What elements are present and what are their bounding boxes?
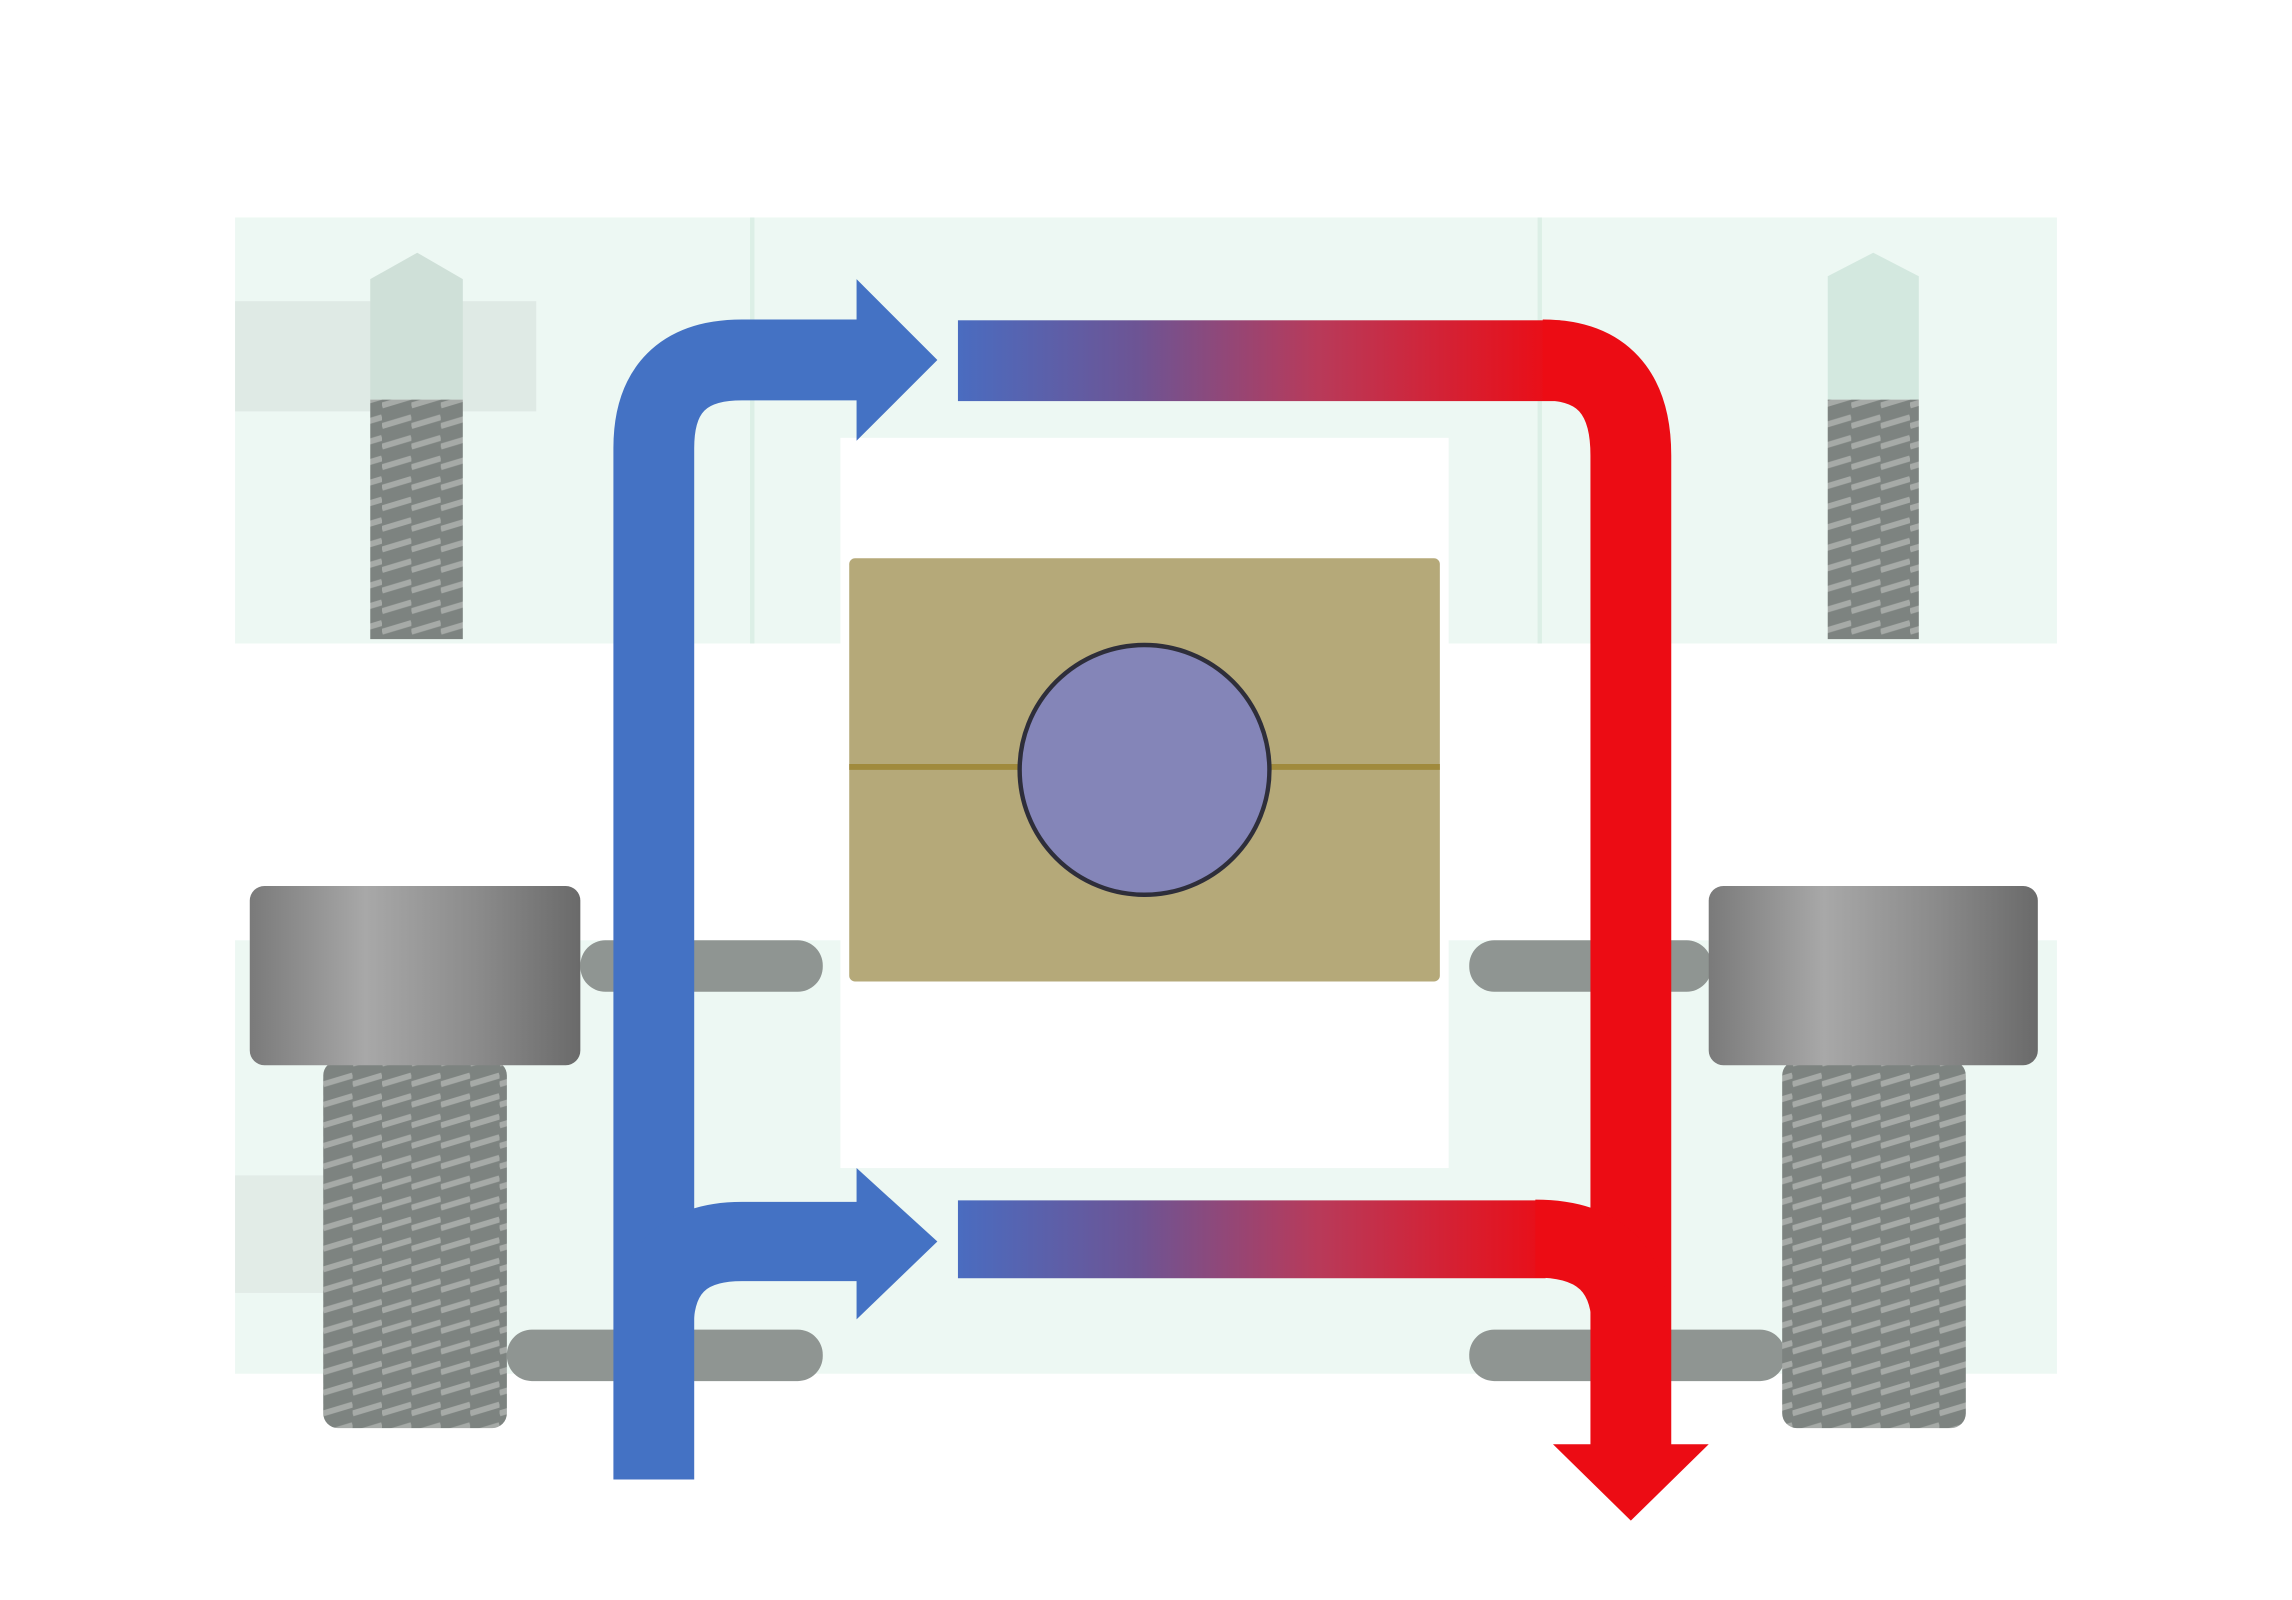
top-right-threaded-rod — [1827, 252, 1919, 640]
bottom-right-screw — [1708, 885, 2038, 1429]
bottom-left-screw — [249, 885, 581, 1429]
top-left-threaded-rod — [370, 252, 463, 640]
bore-circle — [1017, 642, 1272, 897]
arrow-red-outlet-icon — [957, 319, 1709, 1521]
arrow-blue-inlet-icon — [613, 279, 938, 1480]
brass-clamp-block — [849, 558, 1440, 982]
